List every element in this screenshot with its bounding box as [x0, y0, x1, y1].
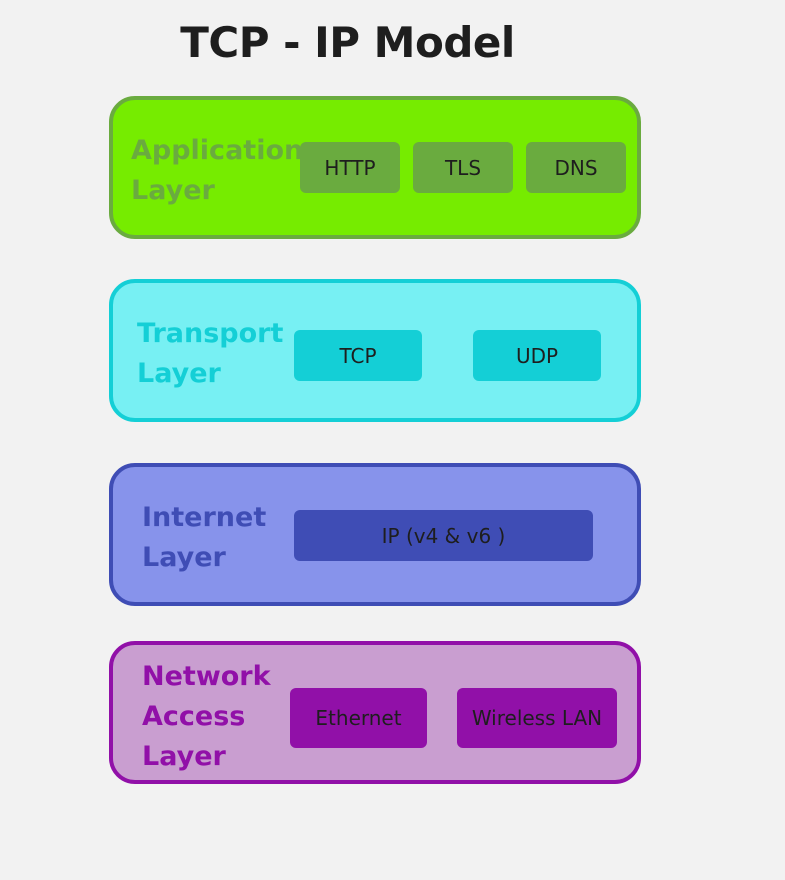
network-access-layer-label: Network Access Layer: [142, 657, 271, 777]
layer-label-line: Application: [131, 135, 304, 166]
layer-label-line: Layer: [142, 542, 226, 573]
transport-layer: Transport Layer TCP UDP: [109, 279, 641, 422]
protocol-tls: TLS: [413, 142, 513, 193]
protocol-ip: IP (v4 & v6 ): [294, 510, 593, 561]
transport-layer-label: Transport Layer: [137, 314, 283, 394]
internet-layer: Internet Layer IP (v4 & v6 ): [109, 463, 641, 606]
protocol-http: HTTP: [300, 142, 400, 193]
layer-label-line: Layer: [142, 741, 226, 772]
application-layer: Application Layer HTTP TLS DNS: [109, 96, 641, 239]
protocol-dns: DNS: [526, 142, 626, 193]
layer-label-line: Layer: [137, 358, 221, 389]
protocol-wireless-lan: Wireless LAN: [457, 688, 617, 748]
protocol-ethernet: Ethernet: [290, 688, 427, 748]
protocol-udp: UDP: [473, 330, 601, 381]
layer-label-line: Access: [142, 701, 246, 732]
protocol-tcp: TCP: [294, 330, 422, 381]
application-layer-label: Application Layer: [131, 131, 303, 211]
layer-label-line: Layer: [131, 175, 215, 206]
internet-layer-label: Internet Layer: [142, 498, 266, 578]
network-access-layer: Network Access Layer Ethernet Wireless L…: [109, 641, 641, 784]
layer-label-line: Network: [142, 661, 271, 692]
diagram-title: TCP - IP Model: [180, 18, 515, 67]
layer-label-line: Internet: [142, 502, 267, 533]
layer-label-line: Transport: [137, 318, 284, 349]
